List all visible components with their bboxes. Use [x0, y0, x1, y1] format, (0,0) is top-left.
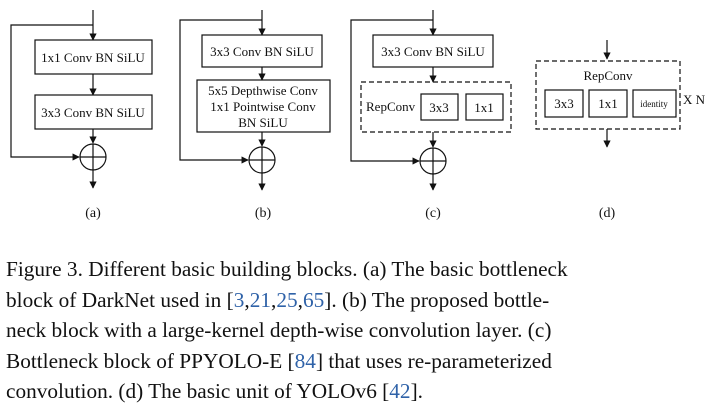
panel-d-caption-label: (d) [599, 206, 616, 221]
panel-c-branch2-label: 1x1 [474, 100, 494, 115]
panel-b-caption-label: (b) [255, 206, 272, 221]
panel-b-block2-box [196, 79, 331, 133]
panel-a-block1-label: 1x1 Conv BN SiLU [41, 50, 145, 65]
caption-line-3: neck block with a large-kernel depth-wis… [6, 318, 552, 342]
panel-b-block1-label: 3x3 Conv BN SiLU [210, 44, 314, 59]
panel-a [10, 10, 153, 189]
caption-line-4: Bottleneck block of PPYOLO-E [84] that u… [6, 346, 706, 377]
panel-c-shortcut [350, 19, 433, 165]
panel-d-branch2-label: 1x1 [598, 96, 618, 111]
panel-b-block1-box [201, 34, 323, 68]
panel-a-block2-box [34, 94, 153, 130]
panel-d-repeat-label: X N [683, 92, 706, 107]
caption-line-1: Figure 3. Different basic building block… [6, 257, 568, 281]
panel-d-branch3-box [632, 89, 677, 118]
panel-d-title: RepConv [583, 68, 633, 83]
panel-c-branch1-box [420, 93, 459, 121]
panel-d [535, 40, 681, 148]
caption-line-2-pre: block of DarkNet used in [ [6, 287, 234, 312]
caption-line-5: convolution. (d) The basic unit of YOLOv… [6, 376, 706, 407]
caption-line-2: block of DarkNet used in [3,21,25,65]. (… [6, 287, 550, 312]
figure-caption: Figure 3. Different basic building block… [6, 254, 706, 407]
citation-ref-21[interactable]: 21 [249, 287, 271, 312]
citation-ref-3[interactable]: 3 [233, 287, 245, 312]
panel-c-branch1-label: 3x3 [429, 100, 449, 115]
panel-d-branch2-box [588, 89, 628, 118]
caption-line-4-pre: Bottleneck block of PPYOLO-E [ [6, 348, 295, 373]
caption-line-5-pre: convolution. (d) The basic unit of YOLOv… [6, 379, 390, 403]
panel-c-repconv-label: RepConv [366, 99, 416, 114]
panel-c [350, 10, 512, 191]
panel-c-block1-label: 3x3 Conv BN SiLU [381, 44, 485, 59]
panel-d-repconv-group [535, 60, 681, 130]
citation-ref-65[interactable]: 65 [302, 287, 325, 312]
building-blocks-diagram: 1x1 Conv BN SiLU 3x3 Conv BN SiLU (a) 3x… [10, 10, 706, 221]
caption-line-5-post: ]. [410, 379, 423, 403]
panel-c-caption-label: (c) [425, 206, 441, 221]
panel-d-branch1-box [544, 89, 584, 118]
panel-b-shortcut [179, 19, 262, 164]
panel-d-branch3-label: identity [640, 99, 668, 109]
panel-b-block2-line2: 1x1 Pointwise Conv [210, 99, 316, 114]
panel-c-block1-box [372, 34, 494, 68]
panel-c-repconv-group [360, 81, 512, 133]
citation-ref-42[interactable]: 42 [389, 379, 411, 403]
panel-b [179, 10, 331, 191]
panel-a-caption-label: (a) [85, 206, 101, 221]
panel-c-branch2-box [465, 93, 504, 121]
citation-ref-25[interactable]: 25 [276, 287, 298, 312]
panel-a-shortcut [10, 24, 93, 161]
caption-line-4-post: ] that uses re-parameterized [315, 348, 552, 373]
citation-ref-84[interactable]: 84 [294, 348, 316, 373]
caption-line-2-post: ]. (b) The proposed bottle- [324, 287, 550, 312]
panel-b-block2-line1: 5x5 Depthwise Conv [208, 83, 318, 98]
panel-b-block2-line3: BN SiLU [238, 115, 288, 130]
panel-a-block2-label: 3x3 Conv BN SiLU [41, 105, 145, 120]
panel-d-branch1-label: 3x3 [554, 96, 574, 111]
